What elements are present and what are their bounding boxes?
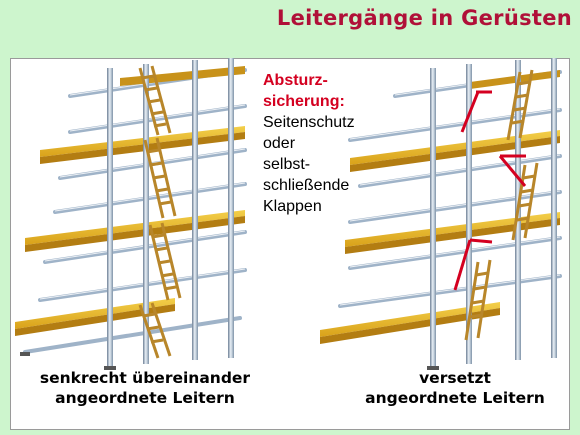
page-title: Leitergänge in Gerüsten bbox=[276, 6, 572, 30]
note-line-6: schließende bbox=[263, 177, 350, 194]
right-scaffold bbox=[320, 58, 562, 370]
fall-protection-guards bbox=[453, 90, 527, 291]
left-ladders bbox=[138, 65, 182, 359]
note-line-4: oder bbox=[263, 135, 296, 152]
note-line-3: Seitenschutz bbox=[263, 114, 355, 131]
right-caption: versetzt angeordnete Leitern bbox=[340, 368, 570, 408]
right-caption-line-1: versetzt bbox=[419, 369, 491, 387]
right-ladders bbox=[464, 69, 539, 341]
note-heading-1: Absturz- bbox=[263, 72, 328, 89]
note-line-7: Klappen bbox=[263, 198, 322, 215]
left-scaffold bbox=[15, 58, 247, 370]
note-line-5: selbst- bbox=[263, 156, 311, 173]
left-caption-line-1: senkrecht übereinander bbox=[39, 369, 251, 387]
left-caption-line-2: angeordnete Leitern bbox=[55, 389, 235, 407]
fall-protection-note: Absturz- sicherung: Seitenschutz oder se… bbox=[263, 70, 383, 217]
note-heading-2: sicherung: bbox=[263, 93, 345, 110]
left-caption: senkrecht übereinander angeordnete Leite… bbox=[20, 368, 270, 408]
right-caption-line-2: angeordnete Leitern bbox=[365, 389, 545, 407]
